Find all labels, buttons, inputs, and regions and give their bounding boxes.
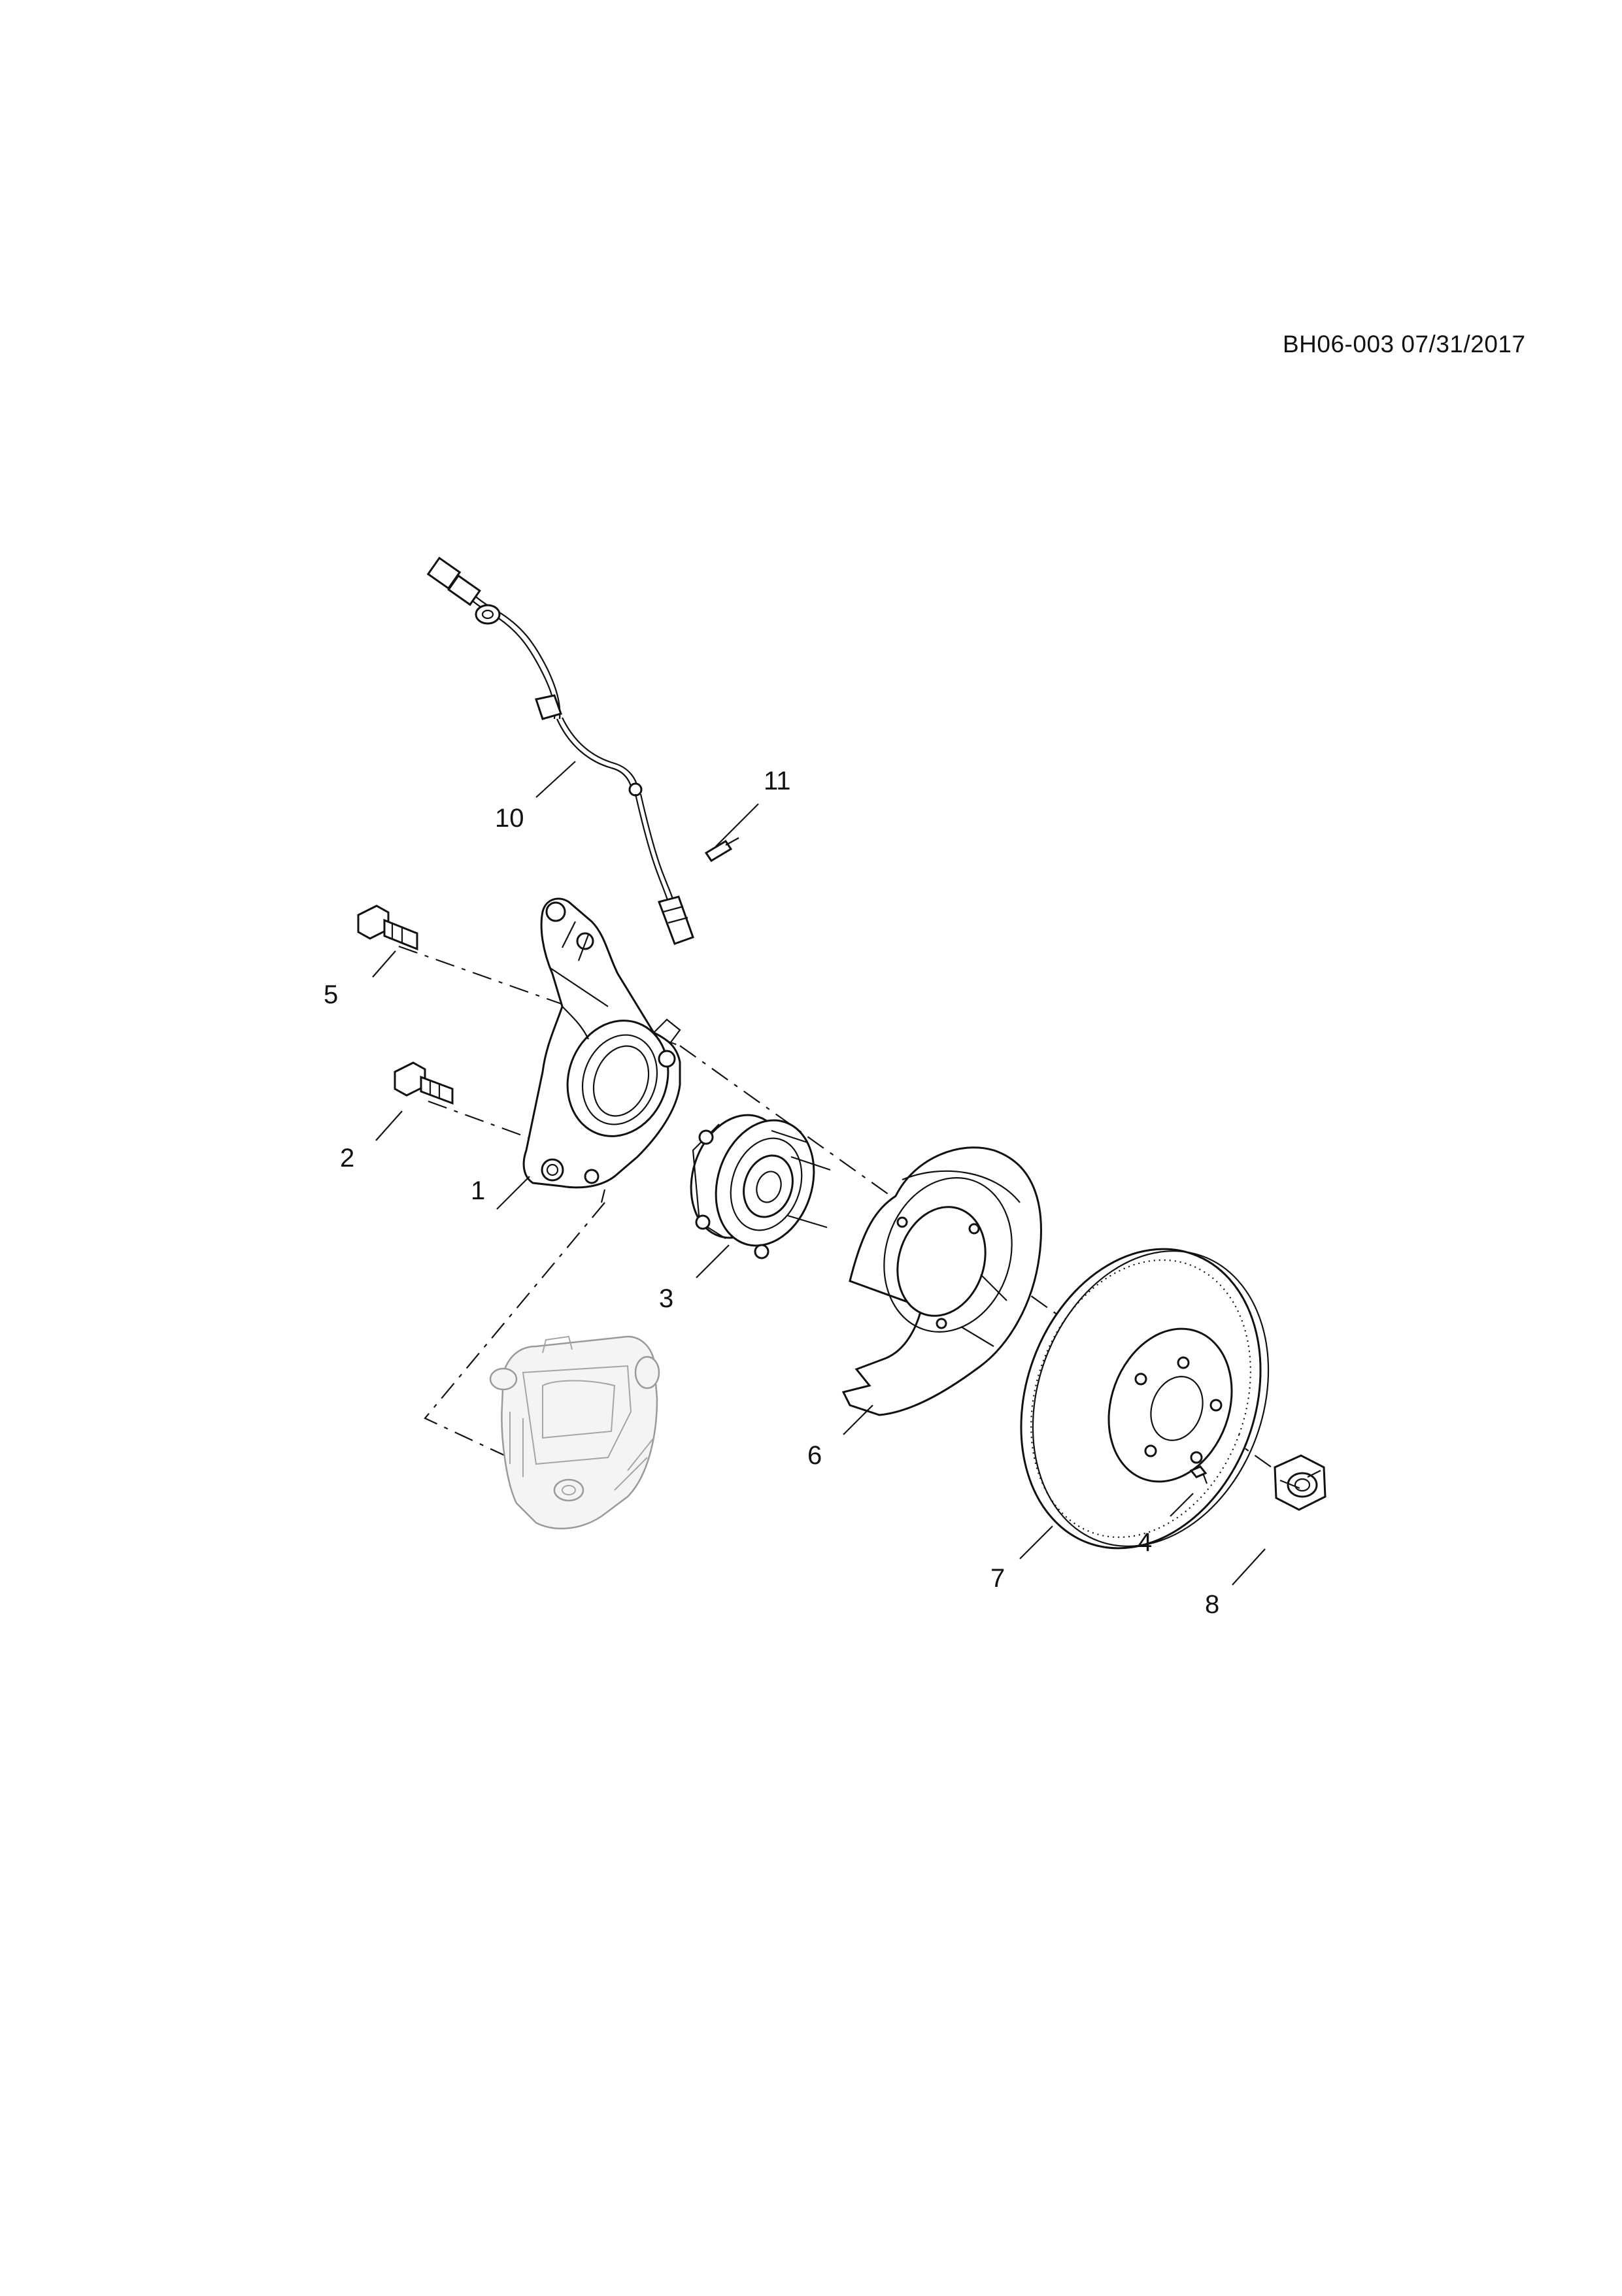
wheel-speed-sensor-icon [426, 556, 694, 945]
callout-6: 6 [807, 1441, 822, 1470]
callout-3: 3 [659, 1284, 673, 1313]
sensor-bolt-icon [704, 837, 739, 863]
callout-labels: 1 2 3 4 5 6 7 8 10 11 [324, 767, 1219, 1619]
callout-7: 7 [990, 1564, 1005, 1593]
diagram-reference-code: BH06-003 07/31/2017 [1283, 331, 1526, 358]
callout-4: 4 [1138, 1528, 1152, 1557]
brake-caliper-icon [489, 1335, 660, 1529]
callout-8: 8 [1205, 1590, 1219, 1619]
bolt-icon-2 [394, 1061, 454, 1105]
callout-2: 2 [340, 1144, 354, 1173]
hub-nut-icon [1274, 1454, 1326, 1511]
brake-dust-shield-icon [841, 1146, 1042, 1416]
screw-icon [1189, 1465, 1208, 1484]
bolt-icon [357, 905, 418, 951]
callout-1: 1 [471, 1176, 485, 1205]
callout-5: 5 [324, 980, 338, 1009]
callout-10: 10 [495, 804, 524, 833]
steering-knuckle-icon [522, 897, 681, 1189]
wheel-hub-bearing-icon [690, 1114, 831, 1259]
callout-11: 11 [764, 767, 791, 795]
callout-leader-lines [372, 761, 1266, 1586]
